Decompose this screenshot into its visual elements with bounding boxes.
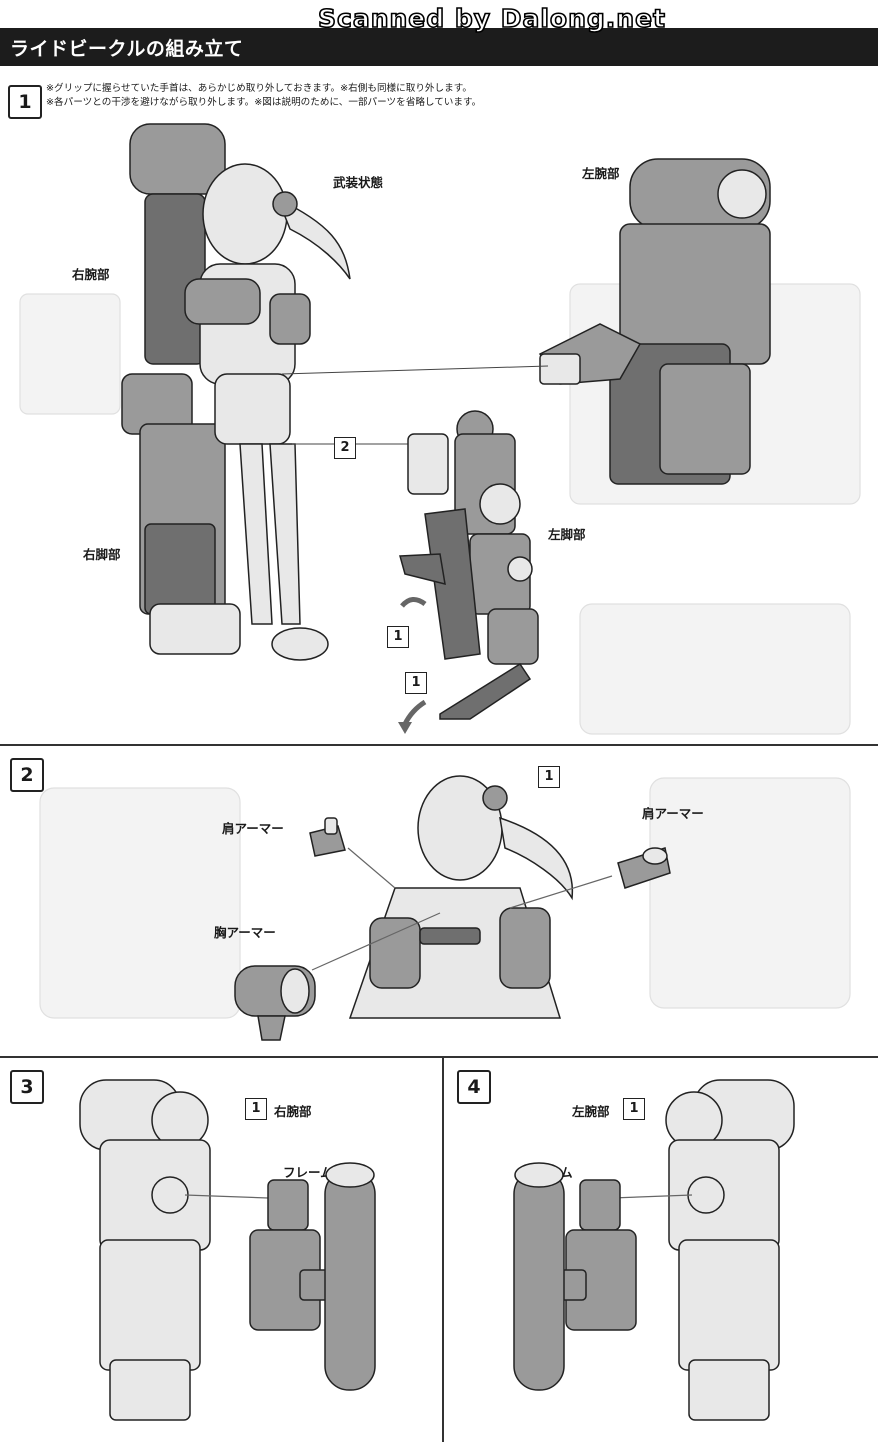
scanner-watermark: Scanned by Dalong.net bbox=[317, 3, 667, 34]
step-4-illustration bbox=[513, 1079, 795, 1421]
label-left-leg: 左脚部 bbox=[548, 527, 586, 542]
step-3-ref-1: 1 bbox=[245, 1098, 267, 1120]
label-frame-step3: フレーム bbox=[283, 1165, 333, 1180]
page-title: ライドビークルの組み立て bbox=[10, 38, 244, 60]
divider-1 bbox=[0, 744, 878, 746]
label-right-arm: 右腕部 bbox=[72, 267, 110, 282]
label-chest-armor: 胸アーマー bbox=[214, 925, 276, 940]
divider-vertical bbox=[442, 1056, 444, 1442]
removed-left-leg bbox=[399, 410, 539, 720]
step-1-note-line-1: ※グリップに握らせていた手首は、あらかじめ取り外しておきます。※右側も同様に取り… bbox=[46, 83, 472, 94]
step-4-number: 4 bbox=[457, 1070, 491, 1104]
armed-figure bbox=[121, 123, 351, 661]
step-1-ref-1-lower: 1 bbox=[405, 672, 427, 694]
label-shoulder-armor-left: 肩アーマー bbox=[222, 821, 284, 836]
step-2-illustration bbox=[39, 775, 851, 1041]
step-1-ref-2: 2 bbox=[334, 437, 356, 459]
label-left-arm-step4: 左腕部 bbox=[572, 1104, 610, 1119]
label-shoulder-armor-right: 肩アーマー bbox=[642, 806, 704, 821]
step-4-ref-1: 1 bbox=[623, 1098, 645, 1120]
step-2-ref-1: 1 bbox=[538, 766, 560, 788]
step-3-illustration bbox=[79, 1079, 376, 1421]
label-right-leg: 右脚部 bbox=[83, 547, 121, 562]
step-1-number: 1 bbox=[8, 85, 42, 119]
step-1-note-line-2: ※各パーツとの干渉を避けながら取り外します。※図は説明のために、一部パーツを省略… bbox=[46, 97, 482, 108]
label-right-arm-step3: 右腕部 bbox=[274, 1104, 312, 1119]
label-left-arm: 左腕部 bbox=[582, 166, 620, 181]
label-armed-state: 武装状態 bbox=[333, 175, 384, 190]
step-1-ref-1-upper: 1 bbox=[387, 626, 409, 648]
divider-2 bbox=[0, 1056, 878, 1058]
step-1-illustration bbox=[19, 123, 861, 735]
section-header-bar: ライドビークルの組み立て bbox=[0, 28, 878, 66]
step-3-number: 3 bbox=[10, 1070, 44, 1104]
removed-left-arm bbox=[538, 158, 771, 485]
step-2-number: 2 bbox=[10, 758, 44, 792]
